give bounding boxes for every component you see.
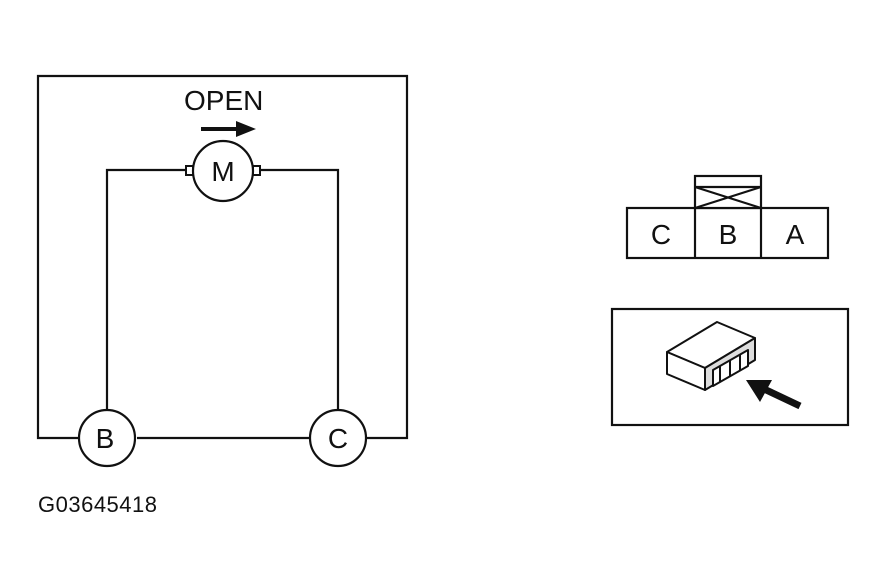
terminal-c-circle bbox=[308, 408, 368, 468]
direction-label: OPEN bbox=[184, 85, 263, 116]
connector-pinout bbox=[625, 174, 830, 260]
connector-illustration-icon bbox=[666, 321, 756, 391]
terminal-b-circle bbox=[77, 408, 137, 468]
motor-label: M bbox=[211, 156, 234, 187]
terminal-c-label: C bbox=[328, 423, 348, 454]
direction-arrow-icon bbox=[201, 121, 256, 137]
pin-c-label: C bbox=[651, 219, 671, 250]
circuit-frame bbox=[36, 74, 409, 440]
pin-b-label: B bbox=[719, 219, 738, 250]
terminal-b-label: B bbox=[96, 423, 115, 454]
figure-code: G03645418 bbox=[38, 492, 158, 517]
pin-a-label: A bbox=[786, 219, 805, 250]
motor-symbol bbox=[185, 139, 261, 203]
insertion-arrow-icon bbox=[746, 380, 802, 410]
